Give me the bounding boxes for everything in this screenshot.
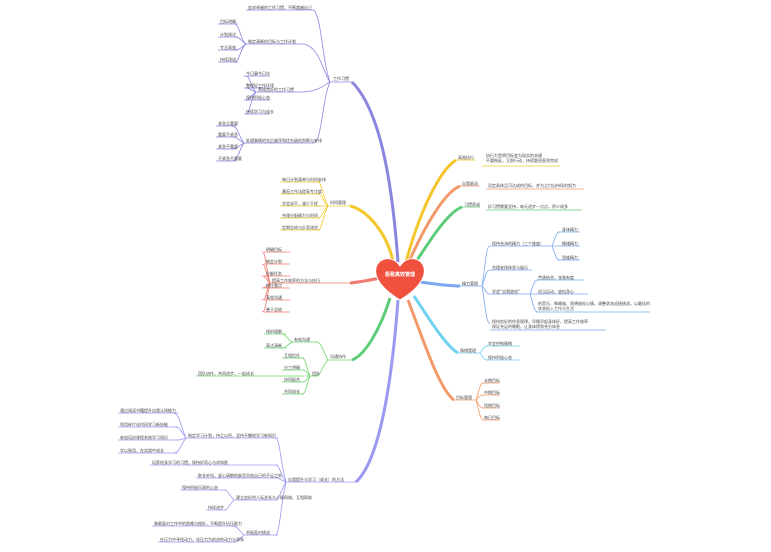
node-eff-3[interactable]: 分解任务 — [266, 271, 282, 276]
node-comm-2-3[interactable]: 协同配合 — [284, 377, 300, 382]
node-time-5[interactable]: 定期总结与反思改进 — [282, 225, 318, 230]
node-energy-3[interactable]: 学会“自我放松” — [492, 289, 521, 294]
node-sg-1-1[interactable]: 通过阅读书籍提升自我认知能力 — [120, 408, 176, 413]
node-time-3[interactable]: 学会说不，减少干扰 — [282, 201, 318, 206]
node-sg-1-4[interactable]: 学以致用，在实践中成长 — [120, 448, 164, 453]
node-goal-1[interactable]: 长期目标 — [484, 378, 500, 383]
node-comm-2-4[interactable]: 共同成长 — [284, 389, 300, 394]
branch-energy — [419, 280, 461, 288]
node-energy-3-1[interactable]: 劳逸结合，张弛有度 — [538, 275, 574, 280]
branch-time — [349, 204, 395, 263]
node-wh-3-1[interactable]: 今日事今日毕 — [246, 71, 270, 76]
branch-self-growth — [354, 299, 400, 484]
node-sg-2[interactable]: 培养终身学习的习惯，保持好奇心与求知欲 — [152, 460, 228, 465]
node-energy-1-2[interactable]: 情绪精力 — [562, 241, 578, 246]
node-emotion[interactable]: 情绪管理 — [460, 348, 476, 353]
node-wh-4-2[interactable]: 重要不紧急 — [218, 132, 238, 137]
center-heart — [375, 258, 425, 301]
node-sg-4[interactable]: 建立良好的人际关系与人脉网络，互相帮助 — [236, 495, 312, 500]
node-sg-1[interactable]: 制定学习计划，持之以恒，坚持不懈地学习新知识 — [188, 433, 276, 438]
branch-emotion — [412, 295, 459, 355]
node-energy-3-3[interactable]: 听音乐、做瑜伽、冥想放松心情，调整状态迎接挑战，以最佳的状态投入工作与生活 — [538, 301, 650, 311]
node-time[interactable]: 时间管理 — [330, 200, 346, 205]
node-eff-6[interactable]: 善于总结 — [266, 307, 282, 312]
node-energy-1-3[interactable]: 思维精力 — [562, 255, 578, 260]
branch-drive — [406, 184, 461, 265]
branch-execution — [404, 158, 457, 263]
node-habit[interactable]: 习惯养成 — [464, 202, 480, 207]
node-energy-1[interactable]: 保持充沛的精力（三个维度） — [492, 241, 544, 246]
node-wh-2-2[interactable]: 计划周详 — [220, 32, 236, 37]
node-wh-4-1[interactable]: 紧急且重要 — [218, 121, 238, 126]
node-comm-2[interactable]: 团队 — [312, 371, 320, 376]
node-eff-1[interactable]: 明确目标 — [266, 247, 282, 252]
node-wh-2[interactable]: 制定清晰的目标与工作计划 — [248, 39, 296, 44]
node-execution-text[interactable]: 执行力是将目标变为现实的关键 不要拖延，立即行动，持续跟进直到完成 — [486, 153, 558, 163]
node-sg-5-2[interactable]: 在压力中寻找动力，化压力为前进的动力与源泉 — [160, 537, 244, 542]
node-wh-3-3[interactable]: 保持积极心态 — [246, 95, 270, 100]
node-wh-2-3[interactable]: 专注高效 — [220, 45, 236, 50]
node-energy-3-2[interactable]: 适当运动，放松身心 — [538, 289, 574, 294]
node-wh-4[interactable]: 处理事情的先后顺序和优先级的判断与安排 — [246, 138, 322, 143]
node-drive[interactable]: 自我驱动 — [462, 181, 478, 186]
node-comm-note[interactable]: 团队协作，共同进步，一起成长 — [198, 371, 254, 376]
node-wh-4-4[interactable]: 不紧急不重要 — [218, 156, 242, 161]
node-comm-2-2[interactable]: 分工明确 — [284, 365, 300, 370]
node-wh-4-3[interactable]: 紧急不重要 — [218, 144, 238, 149]
node-eff-2[interactable]: 制定计划 — [266, 259, 282, 264]
node-time-2[interactable]: 番茄工作法提高专注度 — [282, 189, 322, 194]
branch-work-habits — [350, 80, 400, 263]
node-efficiency[interactable]: 提高工作效率的方法与技巧 — [272, 278, 320, 283]
node-sg-1-3[interactable]: 参加培训课程系统学习知识 — [120, 435, 168, 440]
node-energy[interactable]: 精力管理 — [462, 281, 478, 286]
node-drive-text[interactable]: 设定具体且可达成的目标，并为之付出持续的努力 — [488, 183, 576, 188]
node-goal-3[interactable]: 短期目标 — [484, 403, 500, 408]
node-eff-4[interactable]: 抓住重点 — [266, 283, 282, 288]
node-wh-1[interactable]: 追求卓越的工作习惯，不断超越自己 — [248, 5, 312, 10]
node-energy-4[interactable]: 保持良好的作息规律，早睡早起身体好，提高工作效率 保证充足的睡眠，让身体得到充分… — [492, 319, 588, 329]
node-energy-1-1[interactable]: 身体精力 — [562, 227, 578, 232]
node-wh-2-4[interactable]: 持续改进 — [220, 57, 236, 62]
node-sg-3[interactable]: 反思总结自己的不足之处 — [238, 473, 282, 478]
node-sg-3-1[interactable]: 取长补短，虚心请教他人 — [198, 473, 242, 478]
node-comm-1-2[interactable]: 表达清晰 — [266, 343, 282, 348]
node-communication[interactable]: 沟通协作 — [330, 354, 346, 359]
center-topic-label: 极致高效管理 — [384, 272, 415, 278]
branch-goal — [406, 299, 455, 402]
node-time-1[interactable]: 每日计划清单与时间安排 — [282, 177, 326, 182]
node-time-4[interactable]: 合理分配精力与时间 — [282, 213, 318, 218]
node-execution[interactable]: 高效执行 — [458, 155, 474, 160]
node-self-growth[interactable]: 自我提升与学习（成长）的方法 — [288, 477, 344, 482]
node-emotion-2[interactable]: 保持积极心态 — [488, 355, 512, 360]
node-wh-3-2[interactable]: 整理好工作环境 — [246, 83, 274, 88]
node-goal[interactable]: 目标管理 — [456, 395, 472, 400]
node-sg-1-2[interactable]: 利用碎片化时间学习新技能 — [120, 422, 168, 427]
node-emotion-1[interactable]: 学会控制情绪 — [488, 341, 512, 346]
node-comm-1-1[interactable]: 倾听理解 — [266, 329, 282, 334]
node-energy-2[interactable]: 合理安排休息与娱乐 — [492, 265, 528, 270]
node-sg-4-1[interactable]: 保持积极乐观的心态 — [182, 485, 218, 490]
node-comm-1[interactable]: 有效沟通 — [294, 337, 310, 342]
node-sg-5[interactable]: 积极面对挑战 — [246, 530, 270, 535]
node-sg-4-2[interactable]: 持续进步 — [208, 505, 224, 510]
branch-communication — [351, 297, 392, 362]
node-habit-text[interactable]: 好习惯需要坚持，每天进步一点点，积少成多 — [488, 204, 568, 209]
node-goal-4[interactable]: 每日目标 — [484, 415, 500, 420]
node-wh-2-1[interactable]: 目标明确 — [220, 19, 236, 24]
node-work-habits[interactable]: 工作习惯 — [333, 76, 349, 81]
node-comm-2-1[interactable]: 互相信任 — [284, 353, 300, 358]
node-eff-5[interactable]: 高效沟通 — [266, 295, 282, 300]
node-sg-5-1[interactable]: 勇敢面对工作中的困难与挫折，不断提升抗压能力 — [154, 521, 242, 526]
node-wh-3-4[interactable]: 持续学习与成长 — [246, 109, 274, 114]
center-topic[interactable]: 极致高效管理 — [376, 255, 424, 299]
node-wh-3[interactable]: 养成良好的工作习惯 — [258, 87, 294, 92]
node-goal-2[interactable]: 中期目标 — [484, 390, 500, 395]
